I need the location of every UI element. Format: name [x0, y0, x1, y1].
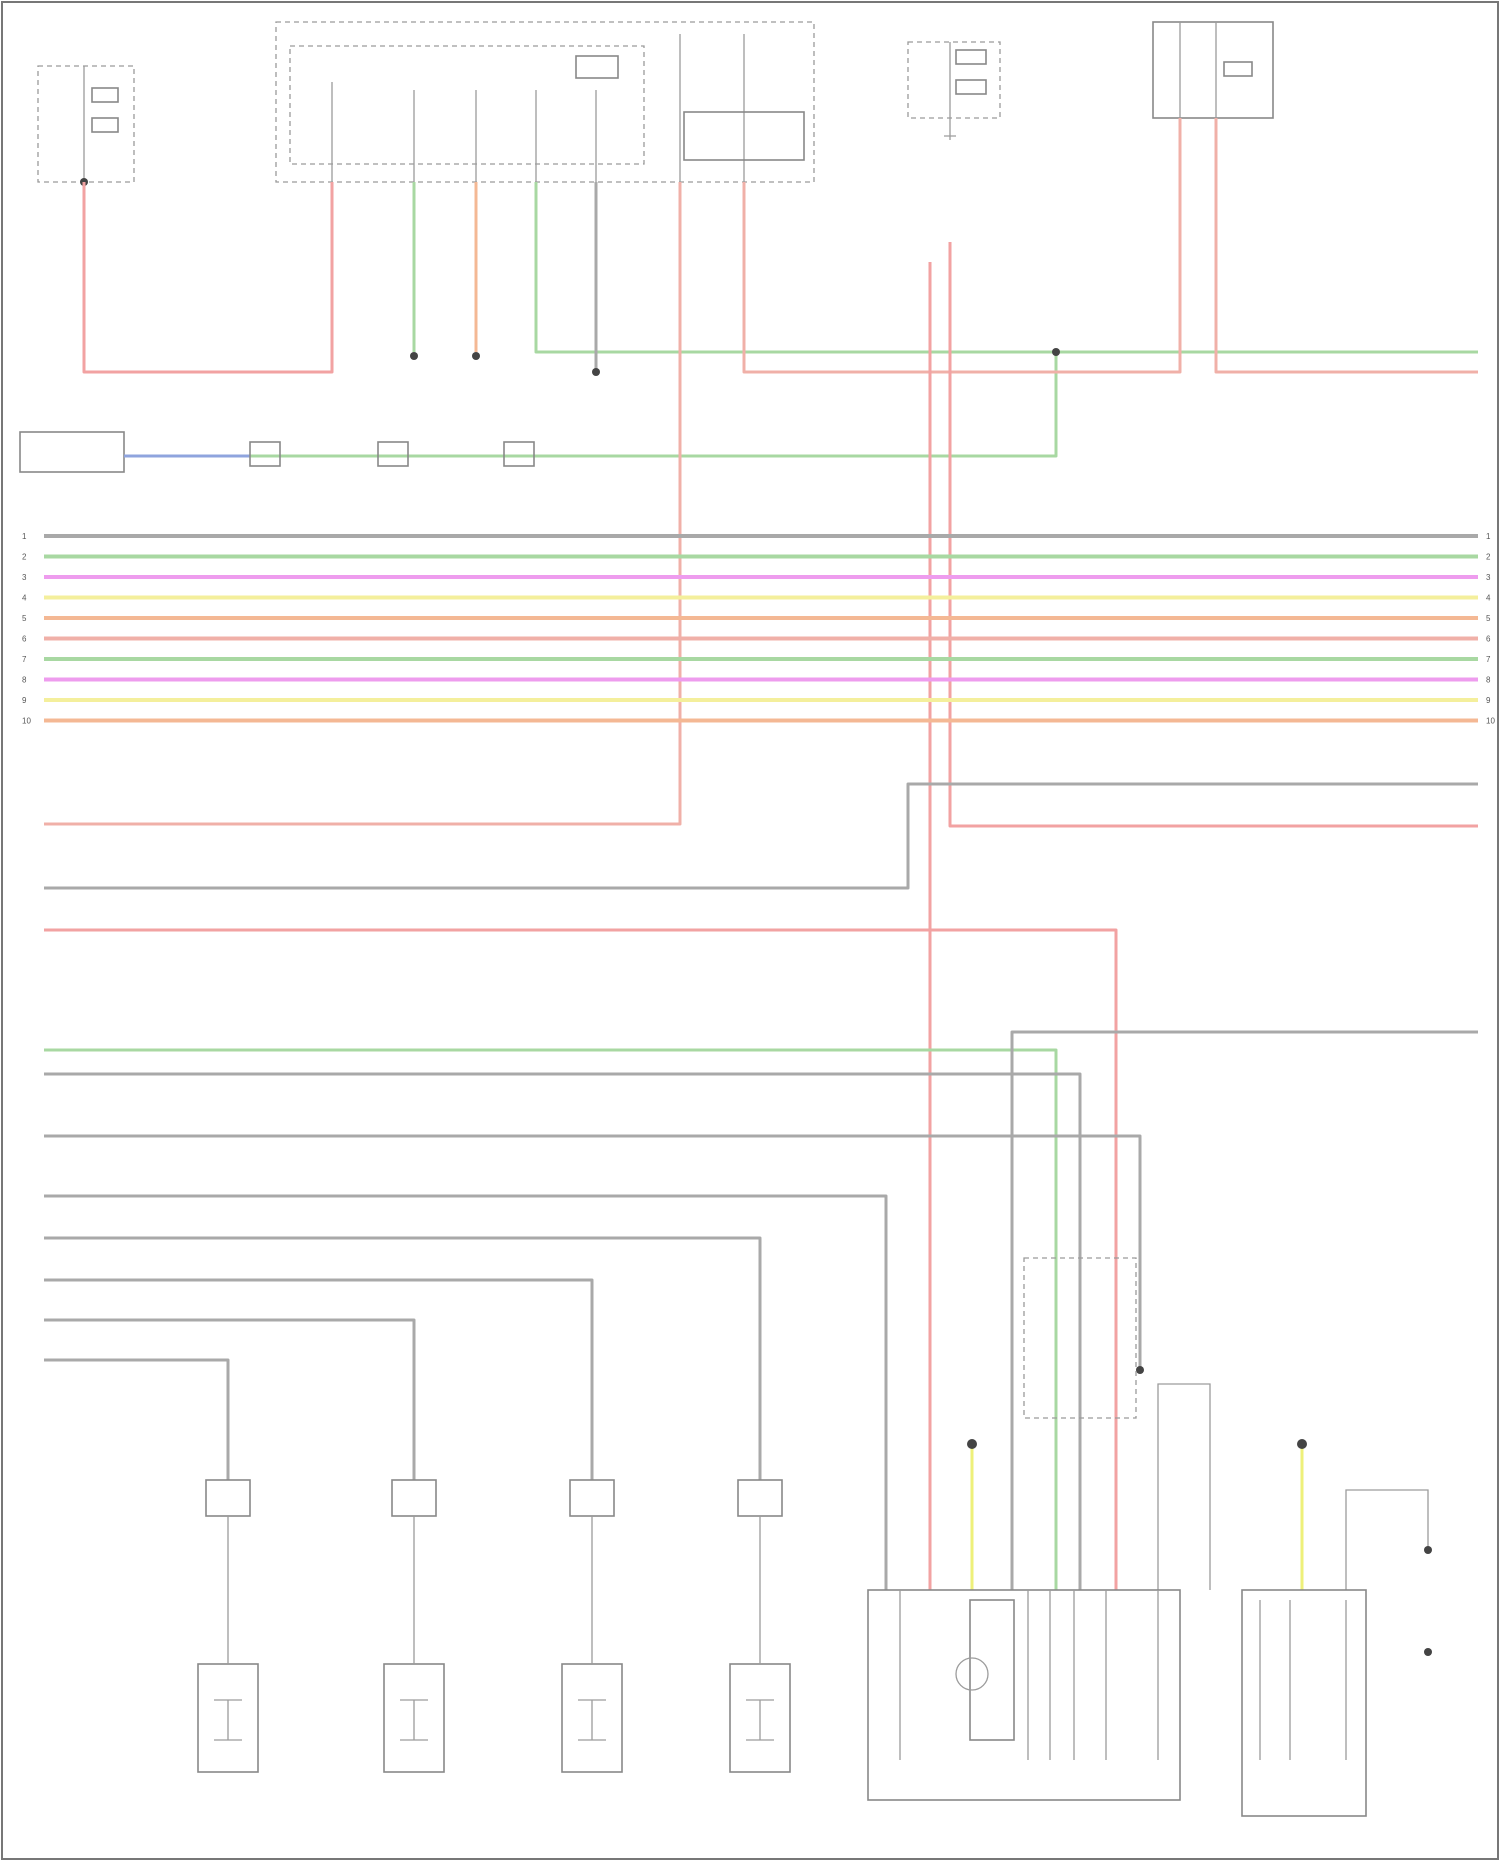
hot-at-all-times-fuse-box: [38, 66, 134, 186]
harness-pin-label: 4: [22, 594, 27, 603]
harness-pin-label: 3: [1486, 573, 1491, 582]
harness-pin-label: 10: [1486, 717, 1495, 726]
sensor-module: [1242, 1590, 1366, 1816]
control-module: [868, 1590, 1180, 1800]
harness-pin-label: 2: [1486, 553, 1491, 562]
splice-module: [276, 22, 814, 182]
hot-at-all-times-relay-box: [908, 42, 1000, 140]
harness-pin-label: 5: [1486, 614, 1491, 623]
fuse-holder: [1153, 22, 1273, 118]
harness-pin-label: 1: [22, 532, 27, 541]
harness-pin-label: 5: [22, 614, 27, 623]
harness-pin-label: 4: [1486, 594, 1491, 603]
harness-pin-label: 3: [22, 573, 27, 582]
harness-pin-label: 10: [22, 717, 31, 726]
harness-pin-label: 2: [22, 553, 27, 562]
harness-pin-label: 7: [1486, 655, 1491, 664]
harness-pin-label: 1: [1486, 532, 1491, 541]
harness-pin-label: 8: [22, 676, 27, 685]
harness-pin-label: 7: [22, 655, 27, 664]
harness-bus: 1 1 2 2 3 3 4 4 5 5 6 6 7 7 8 8 9 9 10 10: [22, 532, 1495, 726]
data-link-connector: [20, 432, 124, 472]
harness-pin-label: 9: [1486, 696, 1491, 705]
harness-pin-label: 6: [22, 635, 27, 644]
harness-pin-label: 9: [22, 696, 27, 705]
harness-pin-label: 8: [1486, 676, 1491, 685]
harness-pin-label: 6: [1486, 635, 1491, 644]
